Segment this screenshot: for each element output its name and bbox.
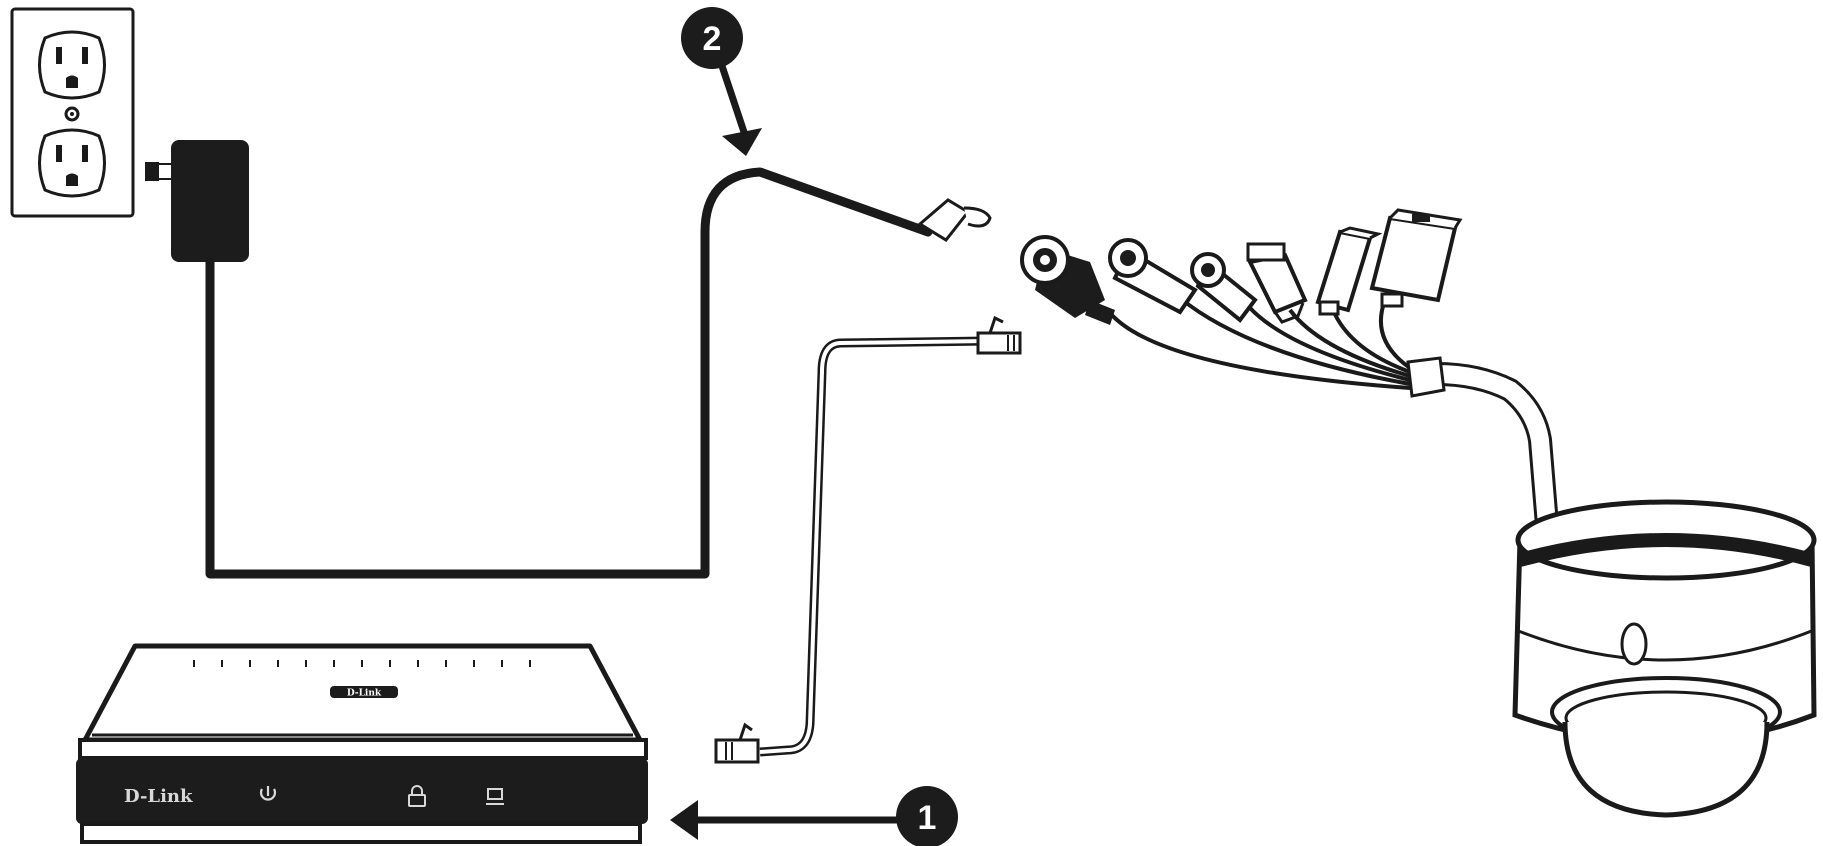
- wall-outlet-icon: [10, 7, 135, 218]
- power-adapter-icon: [145, 140, 249, 262]
- power-cable: [205, 167, 933, 579]
- io-terminal-connector: [1246, 242, 1308, 324]
- power-plug-connector: [917, 198, 992, 242]
- step-1-number: 1: [918, 799, 937, 837]
- power-icon: [259, 786, 277, 801]
- camera-cable-harness: [1108, 296, 1412, 390]
- rj45-connector-top: [976, 315, 1022, 355]
- lan-jack-connector: [1369, 208, 1463, 308]
- step-2-number: 2: [703, 20, 722, 58]
- router-icon: D-Link D-Link: [76, 643, 648, 844]
- rj45-connector-bottom: [714, 722, 760, 764]
- step-2-marker: 2: [681, 7, 762, 156]
- lock-icon: [408, 785, 426, 807]
- router-vent-ticks: [193, 660, 531, 667]
- bnc-connector: [1020, 235, 1115, 325]
- step-1-marker: 1: [670, 786, 958, 846]
- router-top-logo: D-Link: [347, 689, 382, 699]
- dome-camera-icon: [1512, 499, 1817, 818]
- cable-sleeve: [1406, 356, 1446, 398]
- router-front-logo: D-Link: [124, 786, 193, 807]
- power-jack-connector: [1315, 226, 1383, 316]
- audio-out-connector: [1108, 238, 1198, 315]
- ethernet-cable: [759, 336, 989, 757]
- audio-in-connector: [1190, 252, 1258, 323]
- computer-icon: [486, 788, 504, 805]
